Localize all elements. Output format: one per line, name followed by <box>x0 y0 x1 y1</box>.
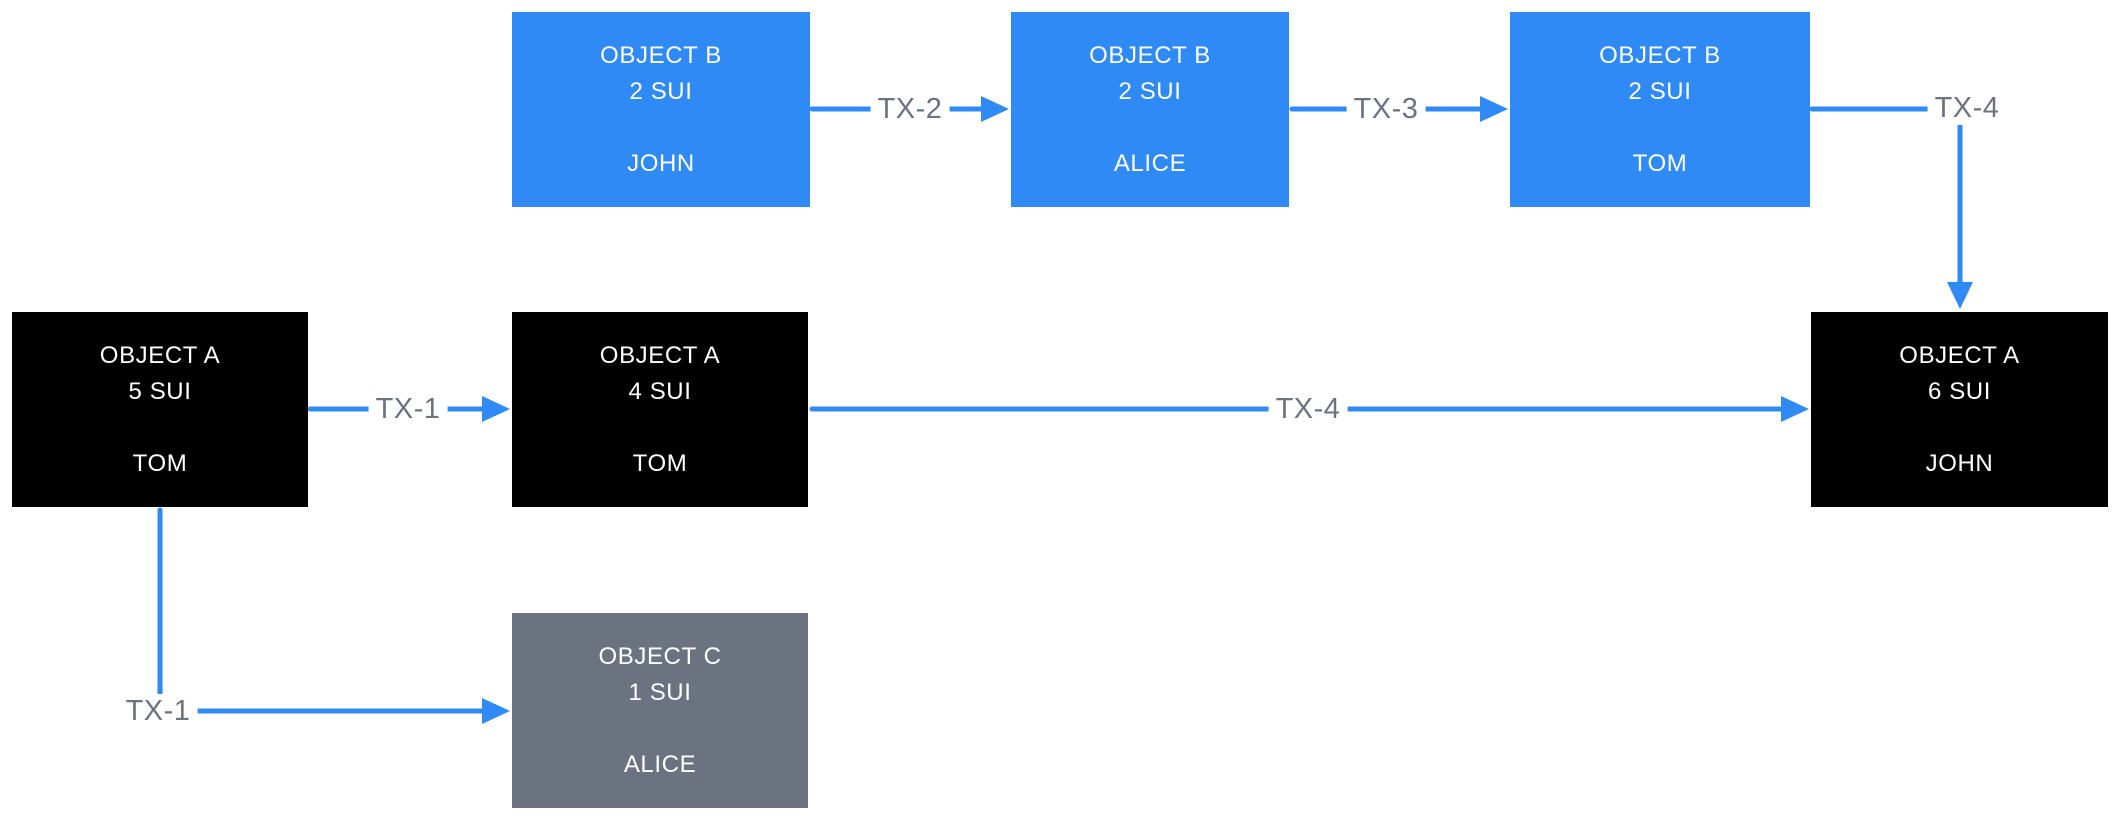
object-node-b-john: OBJECT B 2 SUI JOHN <box>512 12 810 207</box>
edge-label-tx2: TX-2 <box>870 92 950 126</box>
object-node-a-4sui: OBJECT A 4 SUI TOM <box>512 312 808 507</box>
object-amount: 2 SUI <box>1118 77 1182 105</box>
object-amount: 1 SUI <box>628 678 692 706</box>
tx1-split-arrow-line <box>157 507 485 714</box>
object-owner: TOM <box>632 449 688 477</box>
object-amount: 2 SUI <box>1628 77 1692 105</box>
object-title: OBJECT A <box>599 341 721 369</box>
edge-label-tx4-merge: TX-4 <box>1268 392 1348 426</box>
object-amount: 2 SUI <box>629 77 693 105</box>
tx3-arrowhead-icon <box>1480 96 1508 122</box>
object-owner: JOHN <box>1925 449 1994 477</box>
object-owner: TOM <box>132 449 188 477</box>
object-title: OBJECT C <box>598 642 722 670</box>
object-amount: 6 SUI <box>1927 377 1992 405</box>
tx4-down-arrowhead-icon <box>1947 282 1973 309</box>
tx2-arrowhead-icon <box>981 96 1009 122</box>
tx1-arrowhead-icon <box>482 396 510 422</box>
object-title: OBJECT B <box>1089 41 1211 69</box>
edge-label-tx4-elbow: TX-4 <box>1927 91 2007 125</box>
tx1-split-arrowhead-icon <box>482 698 510 724</box>
object-owner: TOM <box>1632 149 1688 177</box>
tx4-merge-arrowhead-icon <box>1781 396 1809 422</box>
object-node-c-1sui: OBJECT C 1 SUI ALICE <box>512 613 808 808</box>
tx4-elbow-arrow-line <box>1809 106 1963 286</box>
object-title: OBJECT B <box>600 41 722 69</box>
object-owner: JOHN <box>627 149 695 177</box>
object-title: OBJECT A <box>1899 341 2020 369</box>
object-node-b-tom: OBJECT B 2 SUI TOM <box>1510 12 1810 207</box>
edge-label-tx1-split: TX-1 <box>118 694 198 728</box>
object-title: OBJECT B <box>1599 41 1721 69</box>
object-amount: 5 SUI <box>128 377 192 405</box>
object-title: OBJECT A <box>99 341 221 369</box>
object-owner: ALICE <box>623 750 697 778</box>
object-node-a-6sui: OBJECT A 6 SUI JOHN <box>1811 312 2108 507</box>
object-amount: 4 SUI <box>628 377 692 405</box>
edge-label-tx3: TX-3 <box>1346 92 1426 126</box>
object-owner: ALICE <box>1113 149 1187 177</box>
object-node-a-5sui: OBJECT A 5 SUI TOM <box>12 312 308 507</box>
edge-label-tx1: TX-1 <box>368 392 448 426</box>
object-node-b-alice: OBJECT B 2 SUI ALICE <box>1011 12 1289 207</box>
